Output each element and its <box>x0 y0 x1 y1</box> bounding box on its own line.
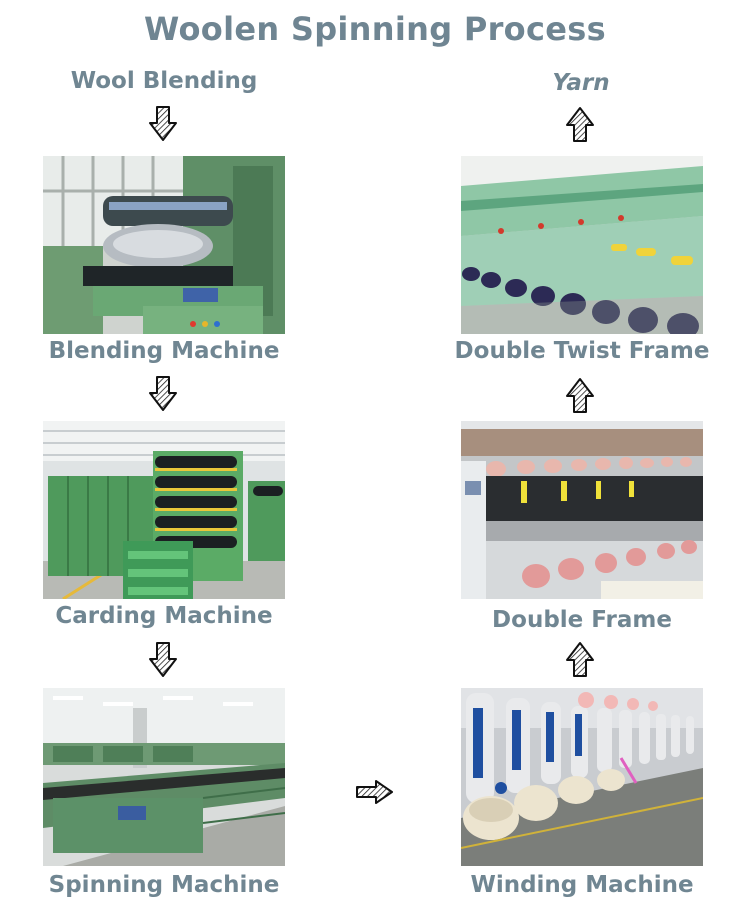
start-label: Wool Blending <box>43 68 285 94</box>
end-label: Yarn <box>460 70 702 96</box>
step-label-winding: Winding Machine <box>461 872 703 898</box>
double-frame-photo <box>461 421 703 599</box>
arrow-up-icon <box>565 377 595 413</box>
winding-machine-photo <box>461 688 703 866</box>
double-twist-frame-photo <box>461 156 703 334</box>
step-label-carding: Carding Machine <box>43 603 285 629</box>
diagram-title: Woolen Spinning Process <box>0 10 750 48</box>
arrow-down-icon <box>148 642 178 678</box>
spinning-machine-photo <box>43 688 285 866</box>
step-label-double-frame: Double Frame <box>461 607 703 633</box>
arrow-right-icon <box>356 779 394 805</box>
carding-machine-photo <box>43 421 285 599</box>
arrow-down-icon <box>148 376 178 412</box>
arrow-down-icon <box>148 106 178 142</box>
step-label-double-twist-frame: Double Twist Frame <box>440 338 724 364</box>
step-label-spinning: Spinning Machine <box>43 872 285 898</box>
step-label-blending: Blending Machine <box>43 338 285 364</box>
arrow-up-icon <box>565 106 595 142</box>
arrow-up-icon <box>565 641 595 677</box>
blending-machine-photo <box>43 156 285 334</box>
